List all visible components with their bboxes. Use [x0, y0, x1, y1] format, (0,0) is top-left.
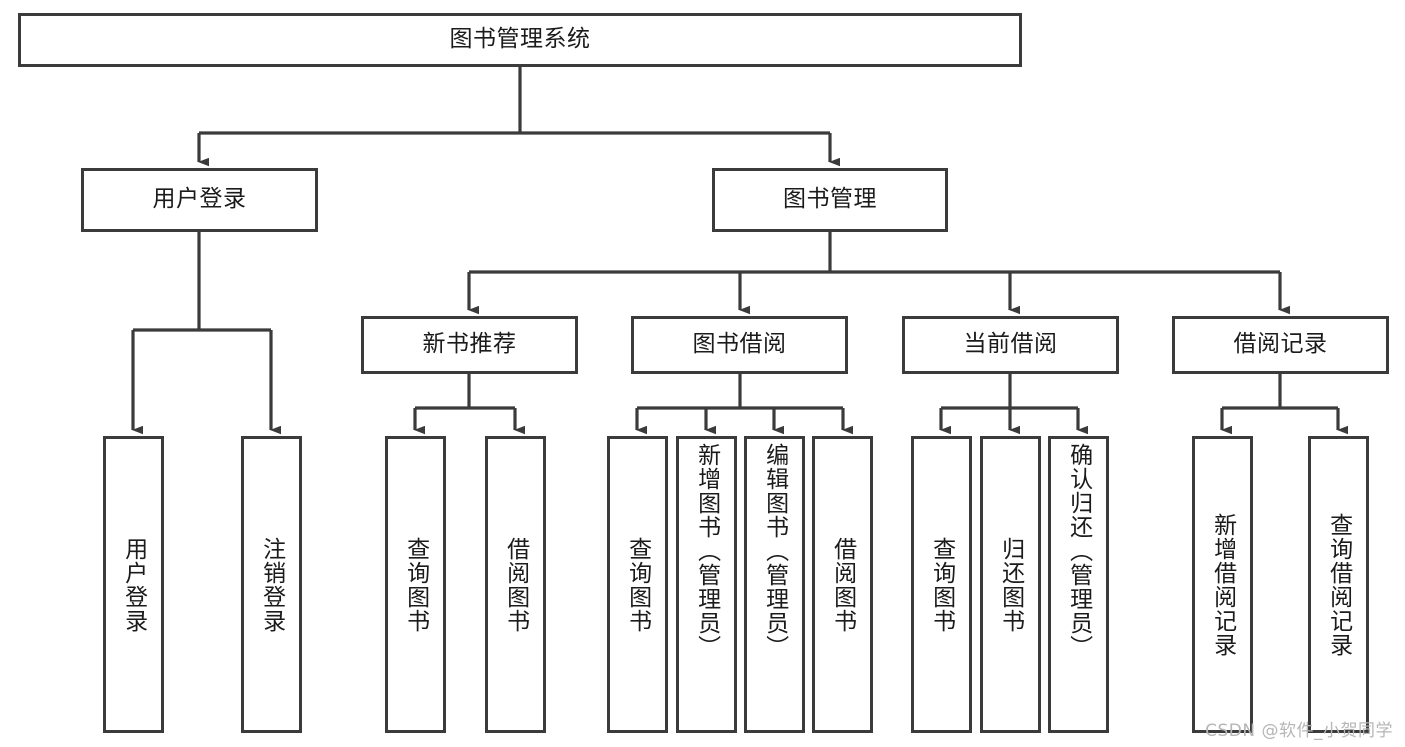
node-leaf-add-borrow-record[interactable]: 新增借阅记录	[1192, 436, 1253, 733]
node-book-borrow[interactable]: 图书借阅	[631, 316, 848, 374]
node-leaf-add-book-admin-label: 新增图书（管理员）	[693, 443, 720, 659]
node-user-login-label: 用户登录	[152, 186, 247, 213]
node-new-book-recommend-label: 新书推荐	[422, 331, 517, 358]
node-leaf-query-book-borrow[interactable]: 查询图书	[607, 436, 668, 733]
node-book-management[interactable]: 图书管理	[712, 168, 948, 232]
node-current-borrow-label: 当前借阅	[963, 331, 1058, 358]
node-borrow-records[interactable]: 借阅记录	[1172, 316, 1389, 374]
node-leaf-return-book-label: 归还图书	[997, 536, 1024, 633]
node-leaf-logout-label: 注销登录	[258, 536, 285, 633]
node-leaf-query-book-current[interactable]: 查询图书	[911, 436, 972, 733]
node-leaf-return-book[interactable]: 归还图书	[980, 436, 1041, 733]
node-leaf-query-borrow-record-label: 查询借阅记录	[1325, 512, 1352, 657]
node-leaf-add-book-admin[interactable]: 新增图书（管理员）	[676, 436, 737, 733]
node-leaf-confirm-return-admin[interactable]: 确认归还（管理员）	[1048, 436, 1109, 733]
node-leaf-borrow-book-label: 借阅图书	[829, 536, 856, 633]
node-user-login[interactable]: 用户登录	[81, 168, 318, 232]
node-root[interactable]: 图书管理系统	[18, 13, 1022, 67]
node-leaf-edit-book-admin-label: 编辑图书（管理员）	[761, 443, 788, 659]
node-leaf-query-book-new-label: 查询图书	[402, 536, 429, 633]
node-leaf-borrow-book-new-label: 借阅图书	[502, 536, 529, 633]
node-current-borrow[interactable]: 当前借阅	[902, 316, 1119, 374]
node-leaf-user-login[interactable]: 用户登录	[103, 436, 164, 733]
node-new-book-recommend[interactable]: 新书推荐	[361, 316, 578, 374]
node-root-label: 图书管理系统	[449, 26, 591, 53]
node-book-borrow-label: 图书借阅	[692, 331, 787, 358]
node-borrow-records-label: 借阅记录	[1233, 331, 1328, 358]
node-leaf-user-login-label: 用户登录	[120, 536, 147, 633]
node-leaf-borrow-book-new[interactable]: 借阅图书	[485, 436, 546, 733]
node-book-management-label: 图书管理	[783, 186, 877, 213]
node-leaf-query-book-current-label: 查询图书	[928, 536, 955, 633]
node-leaf-edit-book-admin[interactable]: 编辑图书（管理员）	[744, 436, 805, 733]
node-leaf-borrow-book[interactable]: 借阅图书	[812, 436, 873, 733]
node-leaf-add-borrow-record-label: 新增借阅记录	[1209, 512, 1236, 657]
node-leaf-logout[interactable]: 注销登录	[241, 436, 302, 733]
node-leaf-confirm-return-admin-label: 确认归还（管理员）	[1065, 443, 1092, 659]
node-leaf-query-book-new[interactable]: 查询图书	[385, 436, 446, 733]
node-leaf-query-borrow-record[interactable]: 查询借阅记录	[1308, 436, 1369, 733]
node-leaf-query-book-borrow-label: 查询图书	[624, 536, 651, 633]
